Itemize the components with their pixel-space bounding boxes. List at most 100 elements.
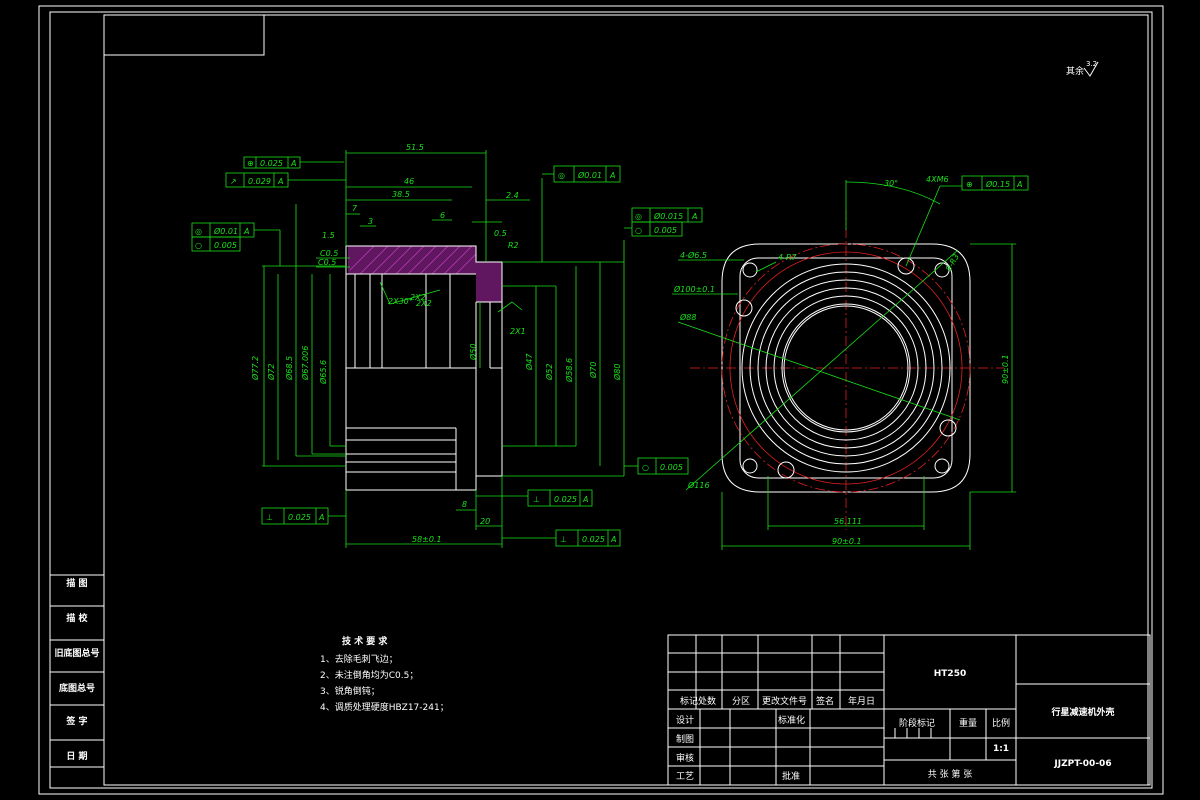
dim-77-2: Ø77.2 <box>250 356 260 381</box>
svg-text:0.005: 0.005 <box>214 241 237 250</box>
dim-38-5: 38.5 <box>392 190 410 199</box>
svg-text:A: A <box>243 227 249 236</box>
dim-46: 46 <box>404 177 414 186</box>
dim-70: Ø70 <box>588 362 598 379</box>
dim-58: 58±0.1 <box>412 535 442 544</box>
tech-item-2: 3、锐角倒钝； <box>320 685 380 697</box>
roughness-value: 3.2 <box>1086 60 1097 68</box>
svg-text:○: ○ <box>635 226 642 235</box>
hdr-col-0: 标记 <box>680 695 698 707</box>
side-label-1: 描 校 <box>66 612 88 624</box>
title-block: 标记 处数 分区 更改文件号 签名 年月日 设计 制图 审核 工艺 标准化 批准… <box>667 634 1151 786</box>
scale-label: 比例 <box>992 717 1010 729</box>
svg-text:A: A <box>1016 180 1022 189</box>
end-dimensions: 30° 4XM6 4-Ø6.5 4-R7 8-R3 Ø100±0.1 Ø88 Ø… <box>672 175 1016 550</box>
dim-72: Ø72 <box>266 364 276 381</box>
dim-65-6: Ø65.6 <box>318 360 328 385</box>
dim-4-r7: 4-R7 <box>778 253 798 262</box>
roughness-note: 其余 3.2 <box>1066 60 1099 77</box>
dim-50: Ø50 <box>468 344 478 361</box>
side-label-0: 描 图 <box>66 577 87 589</box>
dim-r2: R2 <box>508 241 519 250</box>
tech-item-0: 1、去除毛刺飞边； <box>320 653 398 665</box>
standardize-label: 标准化 <box>778 714 805 726</box>
flange-holes <box>735 257 957 479</box>
inner-frame <box>103 14 1149 786</box>
dim-8: 8 <box>462 500 467 509</box>
tech-title: 技 术 要 求 <box>342 635 388 647</box>
tol-frame-6: ○0.005 <box>624 457 689 475</box>
svg-text:↗: ↗ <box>230 177 237 186</box>
svg-text:A: A <box>582 495 588 504</box>
dim-6: 6 <box>440 211 445 220</box>
dim-2x2-b: 2X2 <box>416 299 432 308</box>
dim-67: Ø67.006 <box>300 346 310 381</box>
dim-30deg: 30° <box>884 179 898 188</box>
dim-88: Ø88 <box>679 312 696 322</box>
row-draw: 制图 <box>676 733 694 745</box>
approve-label: 批准 <box>782 770 800 782</box>
svg-text:A: A <box>610 535 616 544</box>
svg-text:0.005: 0.005 <box>660 463 683 472</box>
svg-text:0.005: 0.005 <box>654 226 677 235</box>
dim-8-r3: 8-R3 <box>944 252 961 273</box>
svg-text:◎: ◎ <box>195 227 202 236</box>
side-label-3: 底图总号 <box>59 682 95 694</box>
dim-0-5: 0.5 <box>494 229 507 238</box>
dim-47: Ø47 <box>524 353 534 371</box>
dim-2x2-a: 2X2 <box>410 293 426 302</box>
svg-text:⊕: ⊕ <box>247 159 254 168</box>
weight-label: 重量 <box>959 717 977 729</box>
tol-frame-7: ⊥ 0.025 A <box>476 489 593 507</box>
dim-7: 7 <box>352 204 358 213</box>
dim-4-6-5: 4-Ø6.5 <box>680 250 707 260</box>
svg-text:◎: ◎ <box>558 171 565 180</box>
hdr-col-1: 处数 <box>698 695 716 707</box>
dim-58-6: Ø58.6 <box>564 358 574 383</box>
dim-1-5: 1.5 <box>322 231 335 240</box>
dim-56: 56.111 <box>834 517 862 526</box>
svg-text:0.025: 0.025 <box>554 495 577 504</box>
dim-90-w: 90±0.1 <box>832 537 862 546</box>
side-label-4: 签 字 <box>65 715 87 727</box>
corner-box <box>103 14 265 56</box>
row-review: 审核 <box>676 752 694 764</box>
side-label-5: 日 期 <box>66 750 87 762</box>
svg-text:○: ○ <box>195 241 202 250</box>
dim-c05b: C0.5 <box>318 258 336 267</box>
svg-text:0.025: 0.025 <box>582 535 605 544</box>
dim-90-h: 90±0.1 <box>1001 354 1010 384</box>
svg-text:0.025: 0.025 <box>288 513 311 522</box>
roughness-text: 其余 <box>1066 65 1084 77</box>
tech-item-1: 2、未注倒角均为C0.5； <box>320 669 418 681</box>
svg-text:⊥: ⊥ <box>533 495 540 504</box>
end-view <box>690 210 1004 530</box>
dim-80: Ø80 <box>612 364 622 381</box>
dim-52: Ø52 <box>544 364 554 381</box>
dim-20: 20 <box>480 517 490 526</box>
svg-text:⊥: ⊥ <box>560 535 567 544</box>
outer-frame <box>38 5 1164 795</box>
svg-text:◎: ◎ <box>635 212 642 221</box>
svg-text:0.025: 0.025 <box>260 159 283 168</box>
part-name: 行星减速机外壳 <box>1050 706 1114 718</box>
dim-116: Ø116 <box>687 480 710 490</box>
side-block: 描 图 描 校 旧底图总号 底图总号 签 字 日 期 <box>49 574 105 768</box>
hdr-col-2: 分区 <box>732 696 750 707</box>
dim-3: 3 <box>368 217 373 226</box>
svg-text:A: A <box>290 159 296 168</box>
hdr-col-3: 更改文件号 <box>762 695 807 707</box>
row-design: 设计 <box>676 714 694 726</box>
tol-frame-9: ⊥ 0.025 A <box>502 529 621 547</box>
dim-68-5: Ø68.5 <box>284 356 294 381</box>
hdr-col-5: 年月日 <box>848 695 875 707</box>
dim-2-4: 2.4 <box>506 191 519 200</box>
border-line <box>49 11 1153 789</box>
dim-100: Ø100±0.1 <box>673 284 715 294</box>
